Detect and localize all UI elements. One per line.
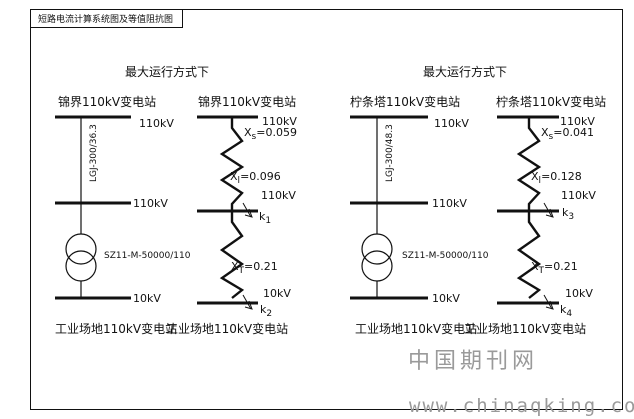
left-sys-transformer-winding-2 <box>65 250 97 282</box>
left-sys-bus-mid-label: 110kV <box>133 197 168 210</box>
right-eq-fault-arrow-k4 <box>545 300 554 310</box>
right-eq-fault-arrow-k3 <box>545 208 554 218</box>
left-eq-xl: Xl=0.096 <box>230 170 281 186</box>
right-equivalent-diagram: 柠条塔110kV变电站 110kV Xs=0.041 Xl=0.128 110k… <box>464 94 606 336</box>
left-sys-bus-top-label: 110kV <box>139 117 174 130</box>
right-mode-title: 最大运行方式下 <box>423 64 507 79</box>
right-eq-xt: XT=0.21 <box>531 260 578 276</box>
left-eq-bus-mid-label: 110kV <box>261 189 296 202</box>
right-sys-station-top: 柠条塔110kV变电站 <box>350 94 460 109</box>
title-box <box>30 9 183 28</box>
watermark-line-2: www.chinaqking.com <box>409 395 634 417</box>
right-sys-transformer-winding-1 <box>361 233 393 265</box>
right-eq-impedance-lower <box>516 211 542 299</box>
right-sys-bus-top-label: 110kV <box>434 117 469 130</box>
right-sys-bus-mid-label: 110kV <box>432 197 467 210</box>
right-system-diagram: 最大运行方式下 柠条塔110kV变电站 110kV LGJ-300/48.3 1… <box>350 64 507 336</box>
left-sys-line-label: LGJ-300/36.3 <box>89 124 99 182</box>
watermark-line-1: 中国期刊网 <box>408 349 538 374</box>
left-system-diagram: 最大运行方式下 锦界110kV变电站 110kV LGJ-300/36.3 11… <box>55 64 209 336</box>
left-eq-fault-arrow-k2 <box>244 300 253 310</box>
left-sys-station-top: 锦界110kV变电站 <box>58 94 156 109</box>
left-equivalent-diagram: 锦界110kV变电站 110kV Xs=0.059 Xl=0.096 110kV… <box>166 94 297 336</box>
left-sys-station-bottom: 工业场地110kV变电站 <box>55 321 177 336</box>
right-eq-bus-bottom-label: 10kV <box>565 287 593 300</box>
right-eq-k4: k4 <box>560 303 572 319</box>
right-sys-transformer-label: SZ11-M-50000/110 <box>402 251 489 261</box>
left-eq-bus-bottom-label: 10kV <box>263 287 291 300</box>
right-eq-fault-marker-k3 <box>543 202 553 218</box>
right-sys-station-bottom: 工业场地110kV变电站 <box>355 321 477 336</box>
left-sys-bus-bottom-label: 10kV <box>133 292 161 305</box>
right-eq-k3: k3 <box>562 206 574 222</box>
right-sys-line-label: LGJ-300/48.3 <box>385 124 395 182</box>
left-eq-station-bottom: 工业场地110kV变电站 <box>166 321 288 336</box>
left-eq-k2: k2 <box>260 303 272 319</box>
right-sys-transformer-winding-2 <box>361 250 393 282</box>
diagram-title: 短路电流计算系统图及等值阻抗图 <box>38 13 173 25</box>
left-sys-transformer-winding-1 <box>65 233 97 265</box>
right-eq-xs: Xs=0.041 <box>541 126 594 142</box>
left-eq-impedance-lower <box>219 211 245 299</box>
outer-frame <box>30 9 623 410</box>
left-eq-bus-top-label: 110kV <box>262 115 297 128</box>
left-mode-title: 最大运行方式下 <box>125 64 209 79</box>
left-eq-fault-arrow-k1 <box>244 208 253 218</box>
left-eq-fault-marker-k2 <box>242 294 252 310</box>
left-eq-xt: XT=0.21 <box>231 260 278 276</box>
right-eq-fault-marker-k4 <box>543 294 553 310</box>
left-eq-station-top: 锦界110kV变电站 <box>198 94 296 109</box>
right-sys-bus-bottom-label: 10kV <box>432 292 460 305</box>
left-eq-xs: Xs=0.059 <box>244 126 297 142</box>
right-eq-station-top: 柠条塔110kV变电站 <box>496 94 606 109</box>
left-eq-fault-marker-k1 <box>242 202 252 218</box>
right-eq-xl: Xl=0.128 <box>531 170 582 186</box>
left-sys-transformer-label: SZ11-M-50000/110 <box>104 251 191 261</box>
right-eq-impedance-upper <box>516 117 542 211</box>
left-eq-k1: k1 <box>259 210 271 226</box>
right-eq-bus-top-label: 110kV <box>560 115 595 128</box>
right-eq-station-bottom: 工业场地110kV变电站 <box>464 321 586 336</box>
left-eq-impedance-upper <box>219 117 245 211</box>
right-eq-bus-mid-label: 110kV <box>561 189 596 202</box>
